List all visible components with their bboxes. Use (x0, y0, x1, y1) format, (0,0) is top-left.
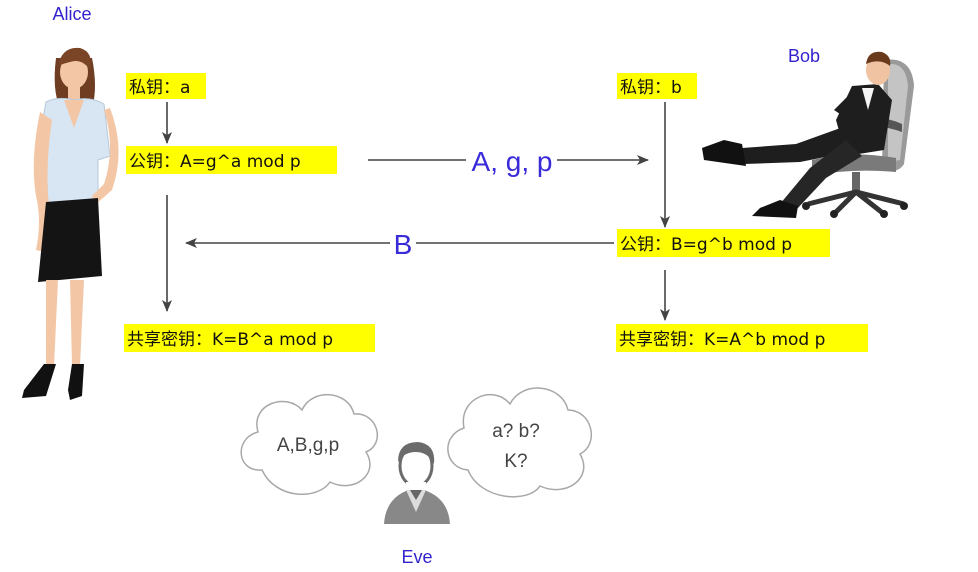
bob-private-key-text: 私钥：b (620, 78, 682, 98)
alice-public-key: 公钥：A=g^a mod p (126, 146, 337, 174)
bob-label: Bob (788, 46, 820, 66)
alice-private-key: 私钥：a (126, 73, 206, 99)
alice-label: Alice (52, 4, 91, 24)
eve-knows-bubble: A,B,g,p (240, 394, 378, 495)
alice-figure (22, 47, 119, 400)
bob-public-key-text: 公钥：B=g^b mod p (620, 235, 792, 255)
bob-shared-key-text: 共享密钥：K=A^b mod p (619, 330, 825, 350)
bob-shared-key: 共享密钥：K=A^b mod p (616, 324, 868, 352)
bob-public-key: 公钥：B=g^b mod p (617, 229, 830, 257)
alice-public-key-text: 公钥：A=g^a mod p (129, 152, 301, 172)
eve-unknown-line2: K? (504, 451, 527, 472)
alice-shared-key-text: 共享密钥：K=B^a mod p (127, 330, 333, 350)
eve-knows-text: A,B,g,p (277, 435, 339, 456)
eve-unknown-bubble: a? b? K? (447, 387, 593, 498)
message-to-bob-text: A, g, p (472, 146, 553, 177)
eve-label: Eve (401, 547, 432, 567)
eve-unknown-line1: a? b? (492, 421, 540, 442)
bob-private-key: 私钥：b (617, 73, 697, 99)
message-to-alice-text: B (394, 229, 413, 260)
eve-figure (384, 442, 450, 524)
alice-shared-key: 共享密钥：K=B^a mod p (124, 324, 375, 352)
bob-figure (702, 51, 914, 218)
alice-private-key-text: 私钥：a (129, 78, 190, 98)
